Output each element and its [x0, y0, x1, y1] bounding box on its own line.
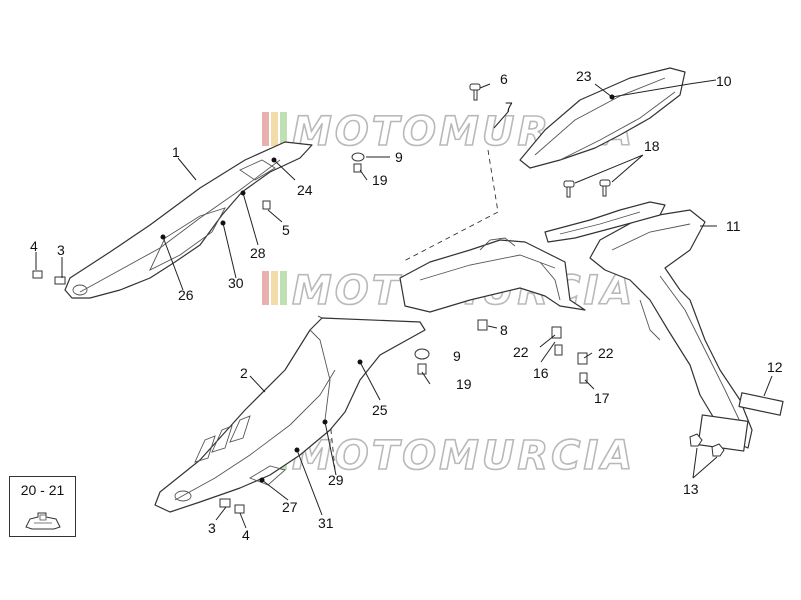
screw-6-icon	[469, 83, 481, 91]
leader-lines	[35, 79, 773, 529]
rear-upper-cover	[519, 67, 686, 169]
callout-11: 11	[726, 218, 741, 234]
lower-left-fairing	[154, 317, 426, 513]
screw-4-bottom-icon	[234, 504, 245, 514]
rear-subframe-bracket	[399, 237, 586, 313]
callout-31: 31	[318, 515, 334, 531]
callout-1: 1	[172, 144, 180, 160]
reflector-plate	[738, 392, 784, 416]
callout-4-left: 4	[30, 238, 38, 254]
callout-22-left: 22	[513, 344, 529, 360]
tail-light-bracket	[544, 201, 666, 243]
nut-13b-icon	[711, 443, 725, 457]
callout-19-top: 19	[372, 172, 388, 188]
callout-27: 27	[282, 499, 298, 515]
callout-5: 5	[282, 222, 290, 238]
screw-5-icon	[262, 200, 271, 210]
callout-9-top: 9	[395, 149, 403, 165]
callout-6: 6	[500, 71, 508, 87]
callout-28: 28	[250, 245, 266, 261]
license-plate-holder	[589, 209, 753, 452]
callout-10: 10	[716, 73, 732, 89]
inset-parts-20-21: 20 - 21	[9, 476, 76, 537]
inset-label: 20 - 21	[20, 482, 65, 498]
nut-13a-icon	[689, 433, 703, 447]
assembly-dash-line-lower	[317, 315, 336, 471]
callout-8: 8	[500, 322, 508, 338]
grommet-22b-icon	[577, 352, 588, 365]
callout-22-right: 22	[598, 345, 614, 361]
screw-18b-icon	[599, 179, 611, 187]
assembly-dash-line-upper	[401, 149, 499, 263]
callout-9-bottom: 9	[453, 348, 461, 364]
callout-4-bottom: 4	[242, 527, 250, 543]
callout-12: 12	[767, 359, 783, 375]
washer-9-bottom-icon	[414, 348, 430, 360]
callout-19-bottom: 19	[456, 376, 472, 392]
screw-17-icon	[579, 372, 588, 384]
callout-17: 17	[594, 390, 610, 406]
fasteners	[32, 83, 725, 514]
callout-13: 13	[683, 481, 699, 497]
nut-8-icon	[477, 319, 488, 331]
callout-7: 7	[505, 99, 513, 115]
watermark-logo-bottom: MOTOMURCIA	[262, 432, 635, 480]
callout-24: 24	[297, 182, 313, 198]
screw-16-icon	[554, 344, 563, 356]
screw-19-top-icon	[353, 163, 362, 173]
callout-labels: 1 2 3 3 4 4 5 6 7 8 9 9 10 11 12 13 16 1…	[30, 68, 783, 543]
callout-16: 16	[533, 365, 549, 381]
spacer-3-left-icon	[54, 276, 66, 285]
callout-3-bottom: 3	[208, 520, 216, 536]
callout-26: 26	[178, 287, 194, 303]
callout-30: 30	[228, 275, 244, 291]
callout-3-left: 3	[57, 242, 65, 258]
screw-4-left-icon	[32, 270, 43, 279]
screw-18a-icon	[563, 180, 575, 188]
upper-left-fairing	[64, 141, 313, 299]
callout-23: 23	[576, 68, 592, 84]
callout-2: 2	[240, 365, 248, 381]
callout-29: 29	[328, 472, 344, 488]
screw-19-bottom-icon	[417, 363, 427, 375]
watermark-text-bottom: MOTOMURCIA	[292, 433, 635, 479]
callout-25: 25	[372, 402, 388, 418]
grommet-22-icon	[551, 326, 562, 339]
clip-icon	[25, 512, 61, 530]
callout-dots	[160, 94, 615, 483]
spacer-3-bottom-icon	[219, 498, 231, 508]
washer-9-top-icon	[351, 152, 365, 162]
callout-18: 18	[644, 138, 660, 154]
